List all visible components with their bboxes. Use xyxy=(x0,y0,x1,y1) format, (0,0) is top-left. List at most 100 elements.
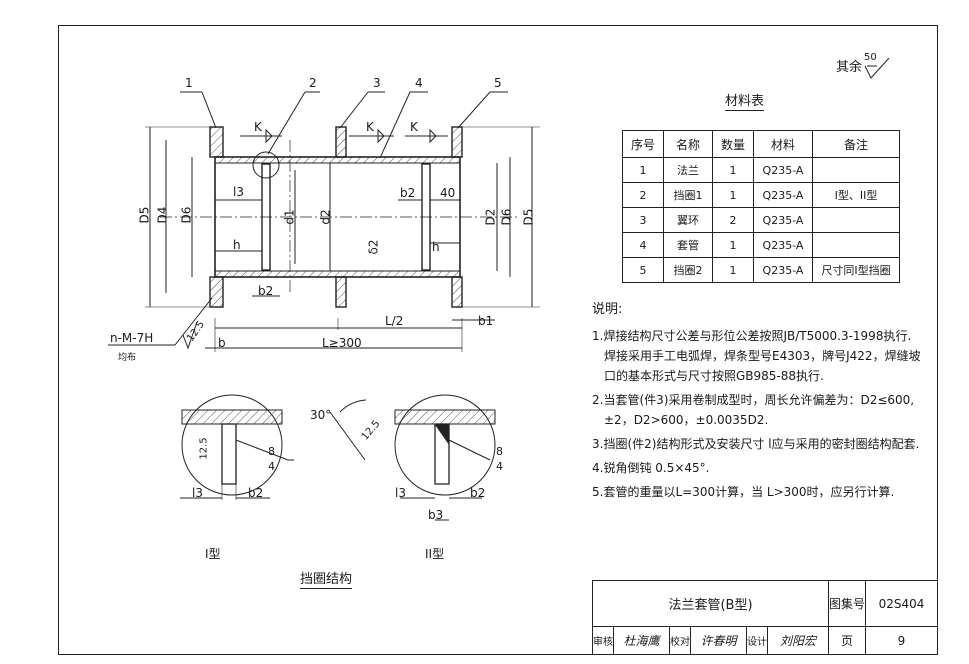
note-line: 口的基本形式与尺寸按照GB985-88执行. xyxy=(604,369,824,383)
part-number-4: 4 xyxy=(415,76,423,90)
dim-L-min: L≥300 xyxy=(322,336,362,350)
cell: Q235-A xyxy=(753,257,813,283)
flange-sleeve-drawing xyxy=(108,91,540,352)
weld-k-1: K xyxy=(254,120,262,134)
cell: 翼环 xyxy=(663,207,713,233)
dim-D4: D4 xyxy=(155,206,170,224)
dim-b: b xyxy=(218,336,226,350)
check-label: 校对 xyxy=(669,626,691,655)
cell: 5 xyxy=(622,257,664,283)
hole-spec: n-M-7H xyxy=(110,331,154,345)
cell: 挡圈1 xyxy=(663,182,713,208)
part-number-5: 5 xyxy=(494,76,502,90)
cell: 1 xyxy=(622,157,664,183)
part-number-1: 1 xyxy=(185,76,193,90)
cell xyxy=(812,232,900,258)
page-label: 页 xyxy=(828,626,866,655)
table-header-row: 序号 名称 数量 材料 备注 xyxy=(622,130,900,158)
note-line: ±2，D2>600，±0.0035D2. xyxy=(604,413,769,427)
header-remark: 备注 xyxy=(812,130,900,158)
part-number-2: 2 xyxy=(309,76,317,90)
detail1-l3: l3 xyxy=(192,486,203,500)
table-row: 1 法兰 1 Q235-A xyxy=(622,157,900,183)
cell: 2 xyxy=(712,207,754,233)
drawing-title: 法兰套管(B型) xyxy=(592,580,829,627)
retaining-ring-details xyxy=(180,394,496,521)
dim-b1: b1 xyxy=(478,314,494,328)
table-row: 5 挡圈2 1 Q235-A 尺寸同I型挡圈 xyxy=(622,257,900,283)
cell xyxy=(812,207,900,233)
dim-b2-right: b2 xyxy=(400,186,416,200)
table-row: 2 挡圈1 1 Q235-A I型、II型 xyxy=(622,182,900,208)
weld-k-3: K xyxy=(410,120,418,134)
note-line: 3.挡圈(件2)结构形式及安装尺寸 l应与采用的密封圈结构配套. xyxy=(592,437,920,451)
drawing-frame xyxy=(58,25,938,655)
design-label: 设计 xyxy=(746,626,768,655)
dim-h: h xyxy=(233,238,241,252)
part-number-3: 3 xyxy=(373,76,381,90)
dim-D6: D6 xyxy=(179,206,194,224)
detail1-roughness: 12.5 xyxy=(198,437,210,460)
roughness-value: 50 xyxy=(864,52,877,63)
dim-D5: D5 xyxy=(137,206,152,224)
cell: 挡圈2 xyxy=(663,257,713,283)
cell: 1 xyxy=(712,232,754,258)
check-signature: 许春明 xyxy=(690,626,747,655)
dim-delta2: δ2 xyxy=(366,239,381,255)
cell: I型、II型 xyxy=(812,182,900,208)
detail2-angle: 30° xyxy=(310,408,332,422)
cell: 3 xyxy=(622,207,664,233)
cell: 1 xyxy=(712,182,754,208)
dim-h-right: h xyxy=(432,240,440,254)
dim-40: 40 xyxy=(440,186,456,200)
detail2-weld-top: 8 xyxy=(496,445,503,458)
detail1-weld-top: 8 xyxy=(268,445,275,458)
detail2-b2: b2 xyxy=(470,486,486,500)
roughness-symbol: 其余 50 xyxy=(836,52,890,79)
cell: 1 xyxy=(712,157,754,183)
notes-section: 说明: 1.焊接结构尺寸公差与形位公差按照JB/T5000.3-1998执行. … xyxy=(592,300,932,502)
header-qty: 数量 xyxy=(712,130,754,158)
details-title: 挡圈结构 xyxy=(300,568,353,589)
detail1-label: I型 xyxy=(205,547,221,561)
cell: Q235-A xyxy=(753,207,813,233)
design-signature: 刘阳宏 xyxy=(767,626,829,655)
dim-b2-left: b2 xyxy=(258,284,274,298)
notes-title: 说明: xyxy=(592,302,623,317)
cell: Q235-A xyxy=(753,232,813,258)
title-block: 法兰套管(B型) 图集号 02S404 审核 杜海鹰 校对 许春明 设计 刘阳宏… xyxy=(592,580,938,655)
cell xyxy=(812,157,900,183)
page-number: 9 xyxy=(865,626,938,655)
dim-D2: D2 xyxy=(483,208,498,226)
header-no: 序号 xyxy=(622,130,664,158)
header-name: 名称 xyxy=(663,130,713,158)
note-line: 2.当套管(件3)采用卷制成型时，周长允许偏差为：D2≤600, xyxy=(592,393,915,407)
review-signature: 杜海鹰 xyxy=(613,626,670,655)
detail2-weld-bottom: 4 xyxy=(496,460,503,473)
dim-D6-right: D6 xyxy=(499,208,514,226)
detail2-l3: l3 xyxy=(395,486,406,500)
detail2-label: II型 xyxy=(425,547,445,561)
atlas-label: 图集号 xyxy=(828,580,866,627)
cell: 4 xyxy=(622,232,664,258)
table-row: 4 套管 1 Q235-A xyxy=(622,232,900,258)
cell: Q235-A xyxy=(753,182,813,208)
note-line: 5.套管的重量以L=300计算，当 L>300时，应另行计算. xyxy=(592,485,895,499)
detail2-b3: b3 xyxy=(428,508,444,522)
table-row: 3 翼环 2 Q235-A xyxy=(622,207,900,233)
detail1-b2: b2 xyxy=(248,486,264,500)
materials-table: 序号 名称 数量 材料 备注 1 法兰 1 Q235-A 2 挡圈1 1 Q23… xyxy=(622,130,900,283)
cell: 法兰 xyxy=(663,157,713,183)
roughness-label: 其余 xyxy=(836,60,863,75)
materials-title: 材料表 xyxy=(725,90,765,111)
weld-k-2: K xyxy=(366,120,374,134)
dim-L-half: L/2 xyxy=(385,314,404,328)
review-label: 审核 xyxy=(592,626,614,655)
hole-uniform: 均布 xyxy=(118,353,137,363)
roughness-check-icon xyxy=(864,58,890,79)
cell: 1 xyxy=(712,257,754,283)
dim-d1: d1 xyxy=(282,209,297,225)
note-line: 1.焊接结构尺寸公差与形位公差按照JB/T5000.3-1998执行. xyxy=(592,329,912,343)
dim-d2: d2 xyxy=(318,209,333,225)
dim-D5-right: D5 xyxy=(521,208,536,226)
